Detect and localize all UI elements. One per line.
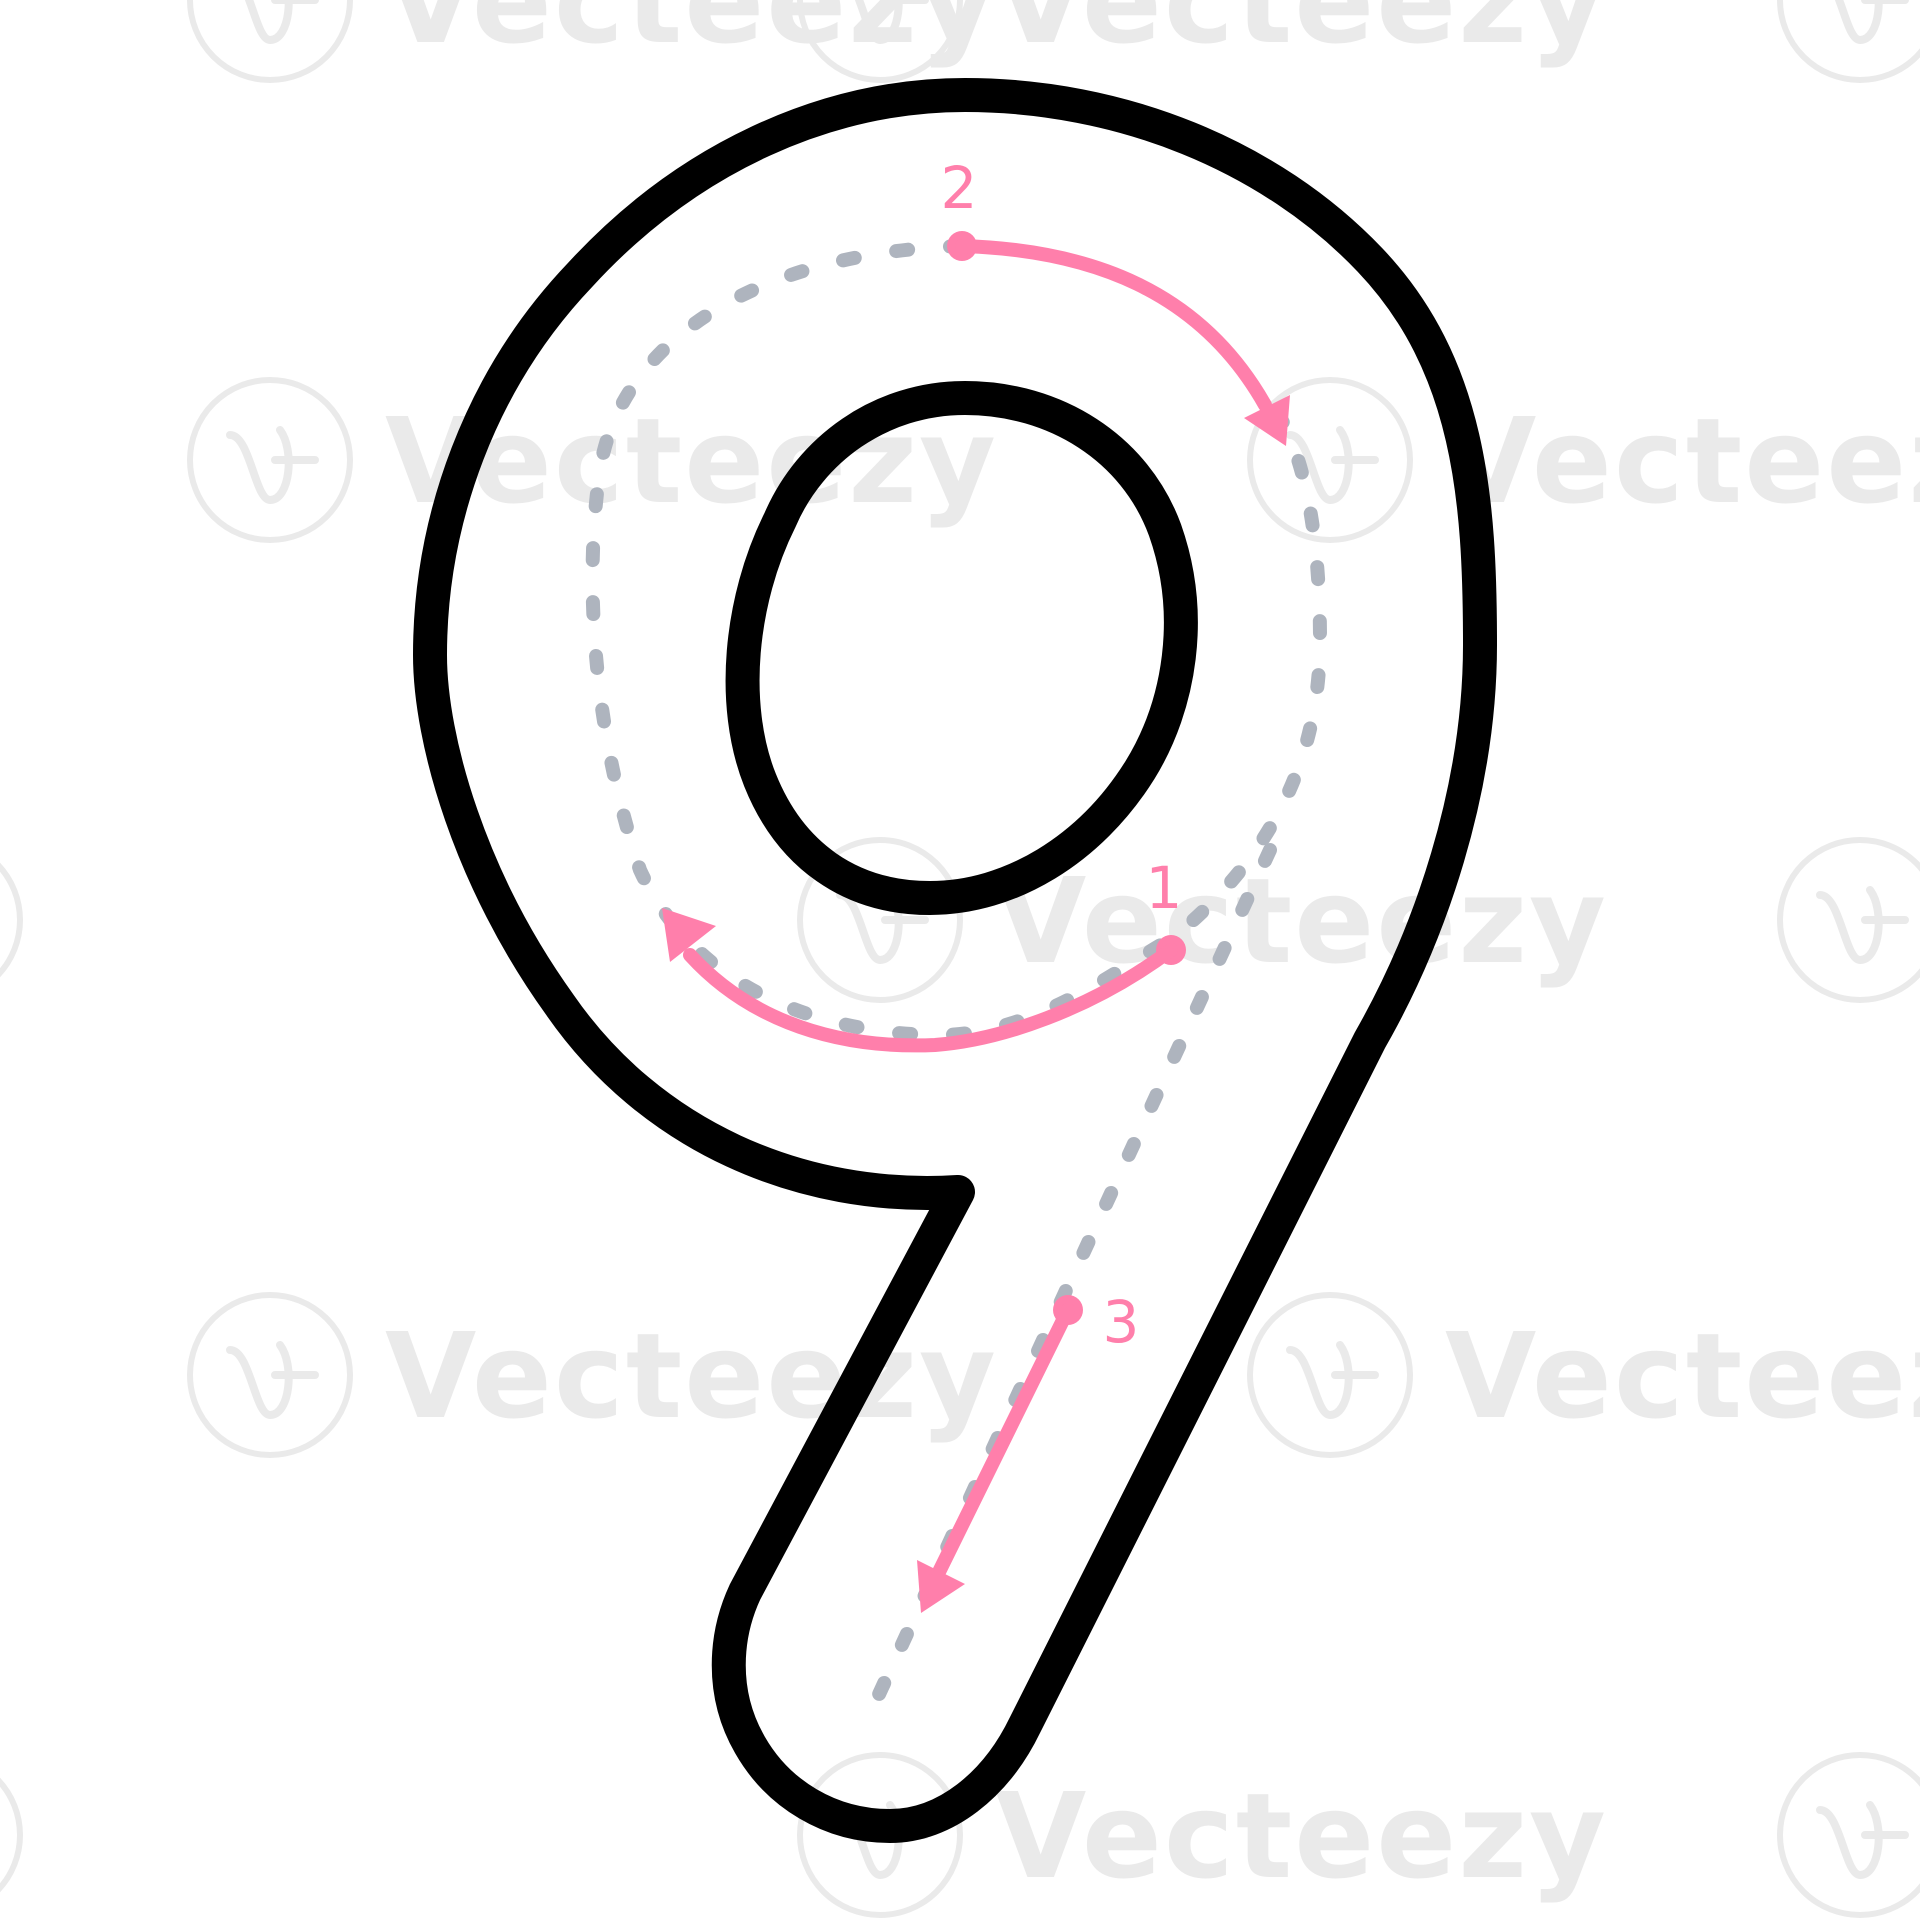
watermark-10 [0,1777,23,1893]
watermark-7 [1777,837,1920,1003]
watermark-wordmark: Vecteezy [1445,392,1920,530]
guide-tail-path [861,843,1277,1725]
digit-nine-outer-outline [413,78,1497,1843]
vecteezy-logo-icon [797,1752,963,1918]
vecteezy-logo-icon [1247,377,1413,543]
watermark-6: Vecteezy [797,837,1608,1003]
watermark-4: Vecteezy [1247,377,1920,543]
step-1-arrow-path [683,943,1178,1053]
watermark-2 [1777,0,1920,83]
watermark-wordmark: Vecteezy [995,1767,1608,1905]
vecteezy-logo-icon [797,0,963,83]
watermark-wordmark: Vecteezy [1445,1307,1920,1445]
vecteezy-logo-glyph [1286,1341,1379,1420]
watermark-5 [0,862,23,978]
vecteezy-logo-icon [1247,1292,1413,1458]
vecteezy-logo-icon [0,1777,23,1893]
stroke-arrows [662,231,1290,1613]
watermark-12 [1777,1752,1920,1918]
vecteezy-logo-icon [187,377,353,543]
step-3-arrowhead-icon [917,1560,965,1613]
vecteezy-logo-glyph [226,426,319,505]
vecteezy-logo-glyph [836,886,929,965]
vecteezy-logo-icon [0,862,23,978]
dotted-guides [585,239,1328,1725]
step-3-number: 3 [1103,1288,1140,1356]
vecteezy-logo-glyph [226,1341,319,1420]
step-2-arrow-path [955,239,1272,412]
step-1-number: 1 [1146,854,1183,922]
watermark-wordmark: Vecteezy [385,1307,998,1445]
vecteezy-logo-glyph [1816,886,1909,965]
step-3-arrow-path [929,1303,1075,1585]
vecteezy-logo-icon [187,1292,353,1458]
vecteezy-logo-icon [1777,837,1920,1003]
watermark-wordmark: Vecteezy [385,0,998,70]
watermark-1: Vecteezy [797,0,1608,83]
guide-bowl-path [585,239,1328,1043]
watermark-wordmark: Vecteezy [995,0,1608,70]
vecteezy-logo-glyph [1286,426,1379,505]
step-2-arrowhead-icon [1244,395,1290,446]
digit-outline [413,78,1497,1843]
vecteezy-logo-icon [797,837,963,1003]
vecteezy-logo-glyph [1834,0,1909,45]
step-numbers: 1 2 3 [941,154,1183,1356]
vecteezy-logo-glyph [854,0,929,45]
vecteezy-logo-glyph [1816,1801,1909,1880]
watermark-9: Vecteezy [1247,1292,1920,1458]
vecteezy-logo-glyph [244,0,319,45]
vecteezy-logo-icon [1777,1752,1920,1918]
vecteezy-logo-icon [1777,0,1920,83]
watermark-wordmark: Vecteezy [995,852,1608,990]
step-1-arrowhead-icon [662,908,716,962]
vecteezy-logo-icon [187,0,353,83]
step-2-number: 2 [941,154,978,222]
digit-nine-inner-counter [725,381,1198,915]
watermark-11: Vecteezy [797,1752,1608,1918]
